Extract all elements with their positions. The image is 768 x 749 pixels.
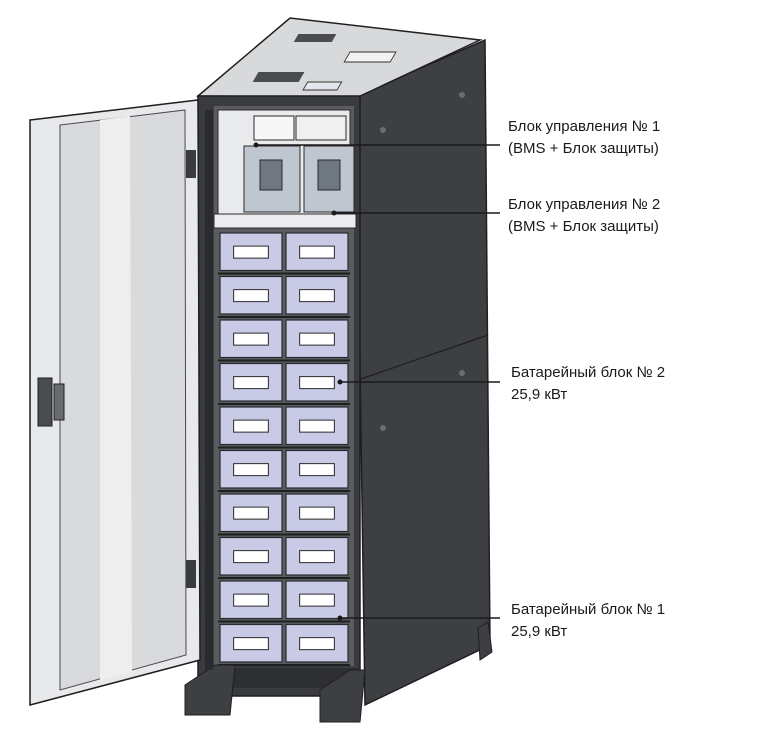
cabinet-foot-right: [319, 669, 366, 723]
callout-title: Батарейный блок № 1: [511, 601, 666, 618]
battery-module-handle: [299, 419, 335, 433]
battery-module-handle: [233, 332, 269, 346]
cabinet-side-panel: [355, 38, 491, 707]
door-reflection: [100, 116, 132, 680]
leader-dot: [337, 615, 343, 621]
battery-module-handle: [233, 376, 269, 390]
battery-module-handle: [299, 376, 335, 390]
battery-modules: [218, 232, 350, 666]
battery-module-handle: [233, 593, 269, 607]
top-vent: [252, 72, 305, 82]
top-vent: [302, 81, 343, 91]
battery-module-handle: [299, 550, 335, 564]
control-unit-2-breaker: [317, 159, 341, 191]
battery-module-handle: [299, 637, 335, 651]
callout-value: 25,9 кВт: [511, 386, 568, 403]
battery-module-handle: [299, 593, 335, 607]
control-unit-1-breaker: [259, 159, 283, 191]
battery-module-handle: [233, 637, 269, 651]
callout-title: Батарейный блок № 2: [511, 364, 666, 381]
callout-battery-block-2: Батарейный блок № 2 25,9 кВт: [511, 362, 665, 406]
callout-subtitle: (BMS + Блок защиты): [508, 140, 659, 157]
front-rail: [205, 110, 213, 670]
callout-value: 25,9 кВт: [511, 623, 568, 640]
battery-module-handle: [299, 506, 335, 520]
controller-top-box: [295, 115, 347, 141]
callout-title: Блок управления № 1: [508, 118, 661, 135]
battery-module: [285, 536, 349, 576]
callout-title: Блок управления № 2: [508, 196, 661, 213]
side-fastener: [459, 370, 465, 376]
cabinet-plinth: [210, 668, 360, 688]
callout-subtitle: (BMS + Блок защиты): [508, 218, 659, 235]
battery-module-handle: [233, 550, 269, 564]
cabinet-foot-left: [184, 664, 236, 716]
battery-module-handle: [299, 289, 335, 303]
controller-top-box: [253, 115, 295, 141]
leader-dot: [337, 379, 343, 385]
callout-control-unit-1: Блок управления № 1 (BMS + Блок защиты): [508, 116, 660, 160]
controller-base-plate: [213, 213, 357, 229]
side-fastener: [380, 127, 386, 133]
door-hinge: [186, 150, 196, 178]
battery-module-handle: [233, 289, 269, 303]
callout-battery-block-1: Батарейный блок № 1 25,9 кВт: [511, 599, 665, 643]
battery-module-handle: [299, 463, 335, 477]
battery-module: [219, 449, 283, 489]
side-fastener: [380, 425, 386, 431]
callout-control-unit-2: Блок управления № 2 (BMS + Блок защиты): [508, 194, 660, 238]
battery-module-handle: [299, 245, 335, 259]
door-handle: [37, 377, 53, 427]
battery-module-handle: [233, 506, 269, 520]
cabinet-foot-back: [477, 621, 493, 661]
leader-dot: [331, 210, 337, 216]
top-vent: [293, 34, 337, 42]
side-panel-seam: [357, 334, 489, 381]
side-fastener: [459, 92, 465, 98]
door-hinge: [186, 560, 196, 588]
leader-dot: [253, 142, 259, 148]
door-lock: [53, 383, 65, 421]
battery-module-handle: [233, 245, 269, 259]
battery-module-handle: [299, 332, 335, 346]
battery-module-handle: [233, 463, 269, 477]
battery-module: [219, 493, 283, 533]
top-vent: [343, 51, 397, 63]
battery-module-handle: [233, 419, 269, 433]
